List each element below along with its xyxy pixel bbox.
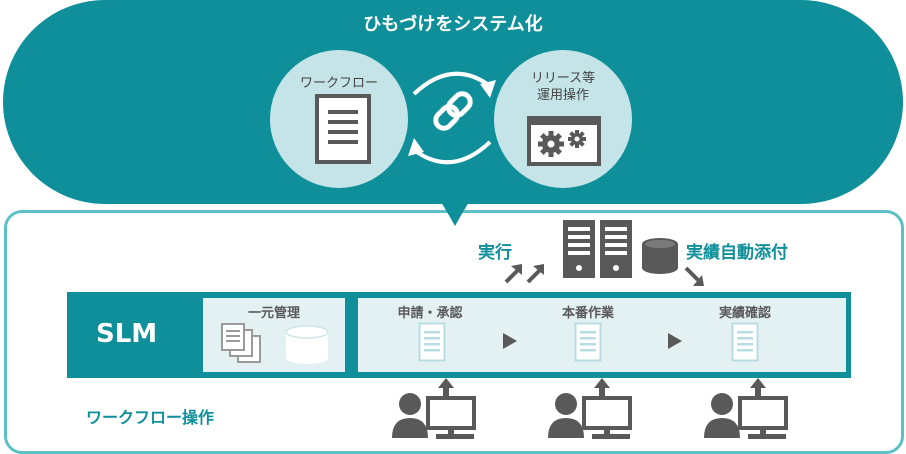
bubble-title: ひもづけをシステム化 — [363, 14, 543, 35]
document-icon — [315, 94, 371, 164]
slm-title: SLM — [96, 319, 158, 349]
step-production-document-icon — [574, 322, 602, 362]
stacked-documents-icon — [221, 323, 261, 363]
step-arrow-icon-2 — [668, 333, 682, 349]
user-pc-icon-1 — [392, 378, 476, 439]
server-icon-2 — [600, 220, 632, 278]
operation-circle-label-1: リリース等 — [530, 71, 596, 86]
attach-arrow-icon — [684, 266, 704, 286]
link-icon — [433, 91, 473, 131]
gear-window-icon — [527, 116, 601, 166]
auto-attach-label: 実績自動添付 — [686, 243, 788, 263]
operation-circle-label-2: 運用操作 — [536, 88, 589, 103]
workflow-operation-label: ワークフロー操作 — [86, 408, 215, 427]
bubble-tail — [438, 196, 472, 226]
workflow-circle-label: ワークフロー — [299, 76, 378, 91]
sync-arrows-icon — [408, 71, 496, 165]
step-result-document-icon — [731, 322, 759, 362]
step-result-check-label: 実績確認 — [718, 306, 771, 321]
step-apply-document-icon — [418, 322, 446, 362]
step-apply-approve-label: 申請・承認 — [397, 306, 463, 321]
execute-label: 実行 — [478, 243, 512, 263]
execute-arrows-icon — [504, 264, 544, 284]
user-pc-icon-2 — [548, 378, 632, 439]
user-pc-icon-3 — [704, 378, 788, 439]
step-production-work-label: 本番作業 — [561, 306, 614, 321]
step-arrow-icon-1 — [503, 333, 517, 349]
server-icon-1 — [563, 220, 595, 278]
central-database-icon — [285, 325, 329, 364]
database-icon — [642, 238, 678, 274]
central-management-label: 一元管理 — [247, 306, 300, 321]
